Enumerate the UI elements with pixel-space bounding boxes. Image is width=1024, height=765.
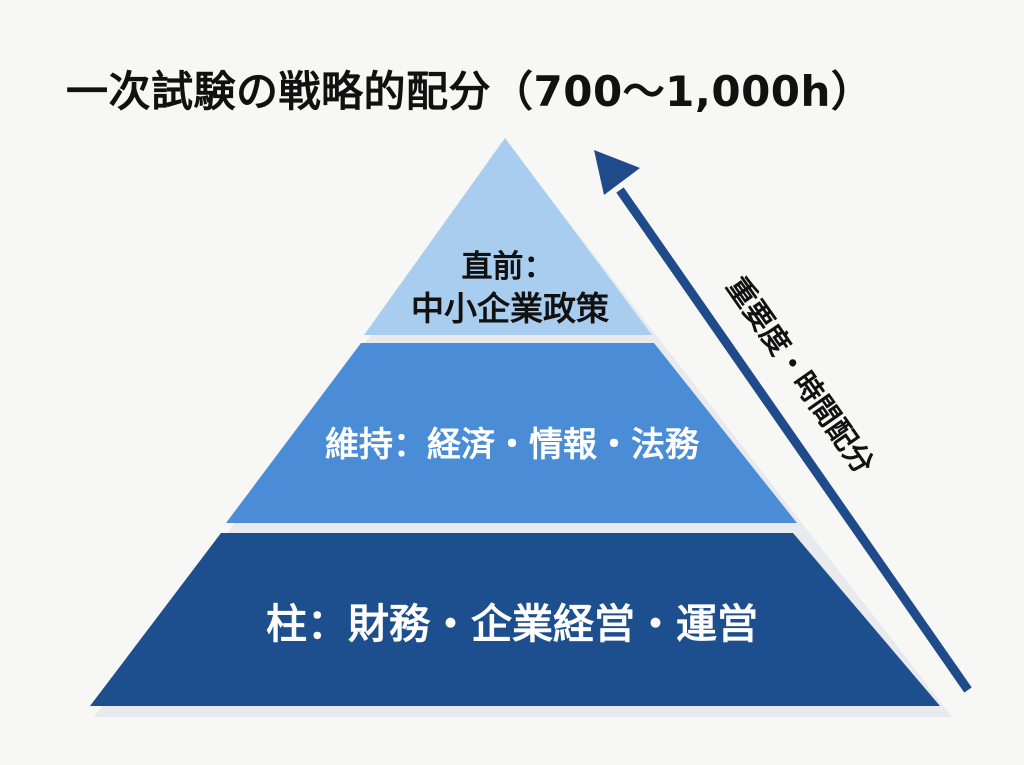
top-tier-label-line1: 直前： (462, 249, 555, 285)
middle-tier-label: 維持：経済・情報・法務 (325, 425, 700, 465)
top-tier-label-line2: 中小企業政策 (411, 289, 609, 328)
importance-arrow-head (594, 150, 640, 195)
pyramid-tier-bottom (90, 533, 940, 706)
bottom-tier-label: 柱：財務・企業経営・運営 (266, 600, 758, 648)
pyramid-tier-middle (226, 343, 797, 523)
importance-arrow-shaft (616, 187, 972, 693)
pyramid-tier-top (364, 138, 652, 335)
diagram-title: 一次試験の戦略的配分（700〜1,000h） (66, 67, 874, 116)
